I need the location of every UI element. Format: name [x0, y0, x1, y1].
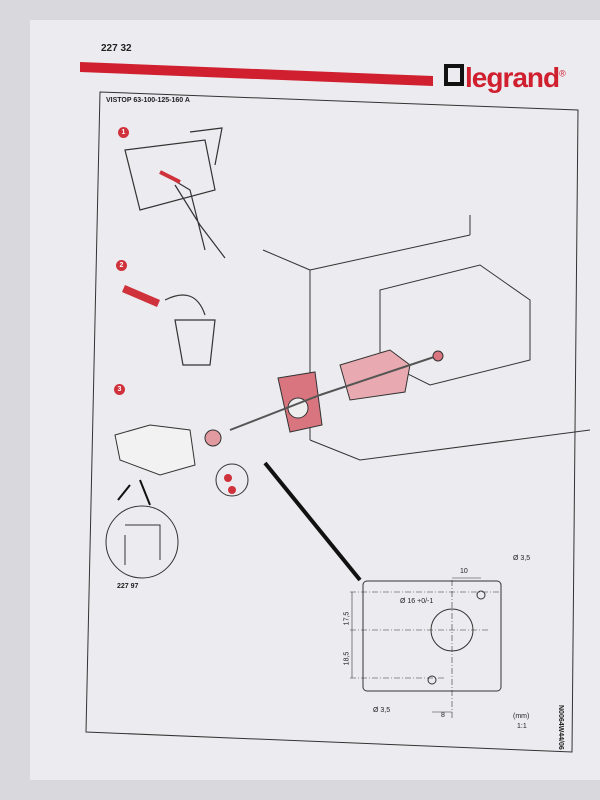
content-frame — [85, 91, 579, 753]
dim-bottom-label: 8 — [441, 712, 445, 719]
model-title: VISTOP 63-100-125-160 A — [106, 97, 190, 104]
brand-logo: legrand® — [465, 62, 566, 93]
step1-illustration — [124, 127, 226, 259]
cover-piece — [122, 285, 160, 307]
handle-assembly — [105, 349, 444, 582]
accessory-reference: 227 97 — [117, 583, 139, 590]
unit-label: (mm) — [513, 713, 530, 720]
step-1-badge: 1 — [118, 127, 129, 138]
center-hole-label: Ø 16 +0/-1 — [400, 598, 434, 605]
hole-bottom-label: Ø 3,5 — [373, 707, 391, 714]
product-reference: 227 32 — [101, 43, 132, 54]
legrand-logo-mark — [444, 64, 464, 86]
dim-upper-left-label: 17,5 — [343, 611, 351, 626]
step-2-badge: 2 — [116, 260, 127, 271]
dim-lower-left-label: 18,5 — [343, 651, 351, 666]
hole-top-label: Ø 3,5 — [513, 555, 531, 562]
step-3-badge: 3 — [114, 384, 125, 395]
scale-label: 1:1 — [517, 723, 527, 730]
drawing-code: N0064W44/06 — [557, 705, 564, 750]
bin-icon — [164, 294, 216, 366]
drilling-template — [350, 577, 502, 720]
red-header-bar — [80, 62, 433, 86]
dim-top-label: 10 — [460, 568, 468, 575]
